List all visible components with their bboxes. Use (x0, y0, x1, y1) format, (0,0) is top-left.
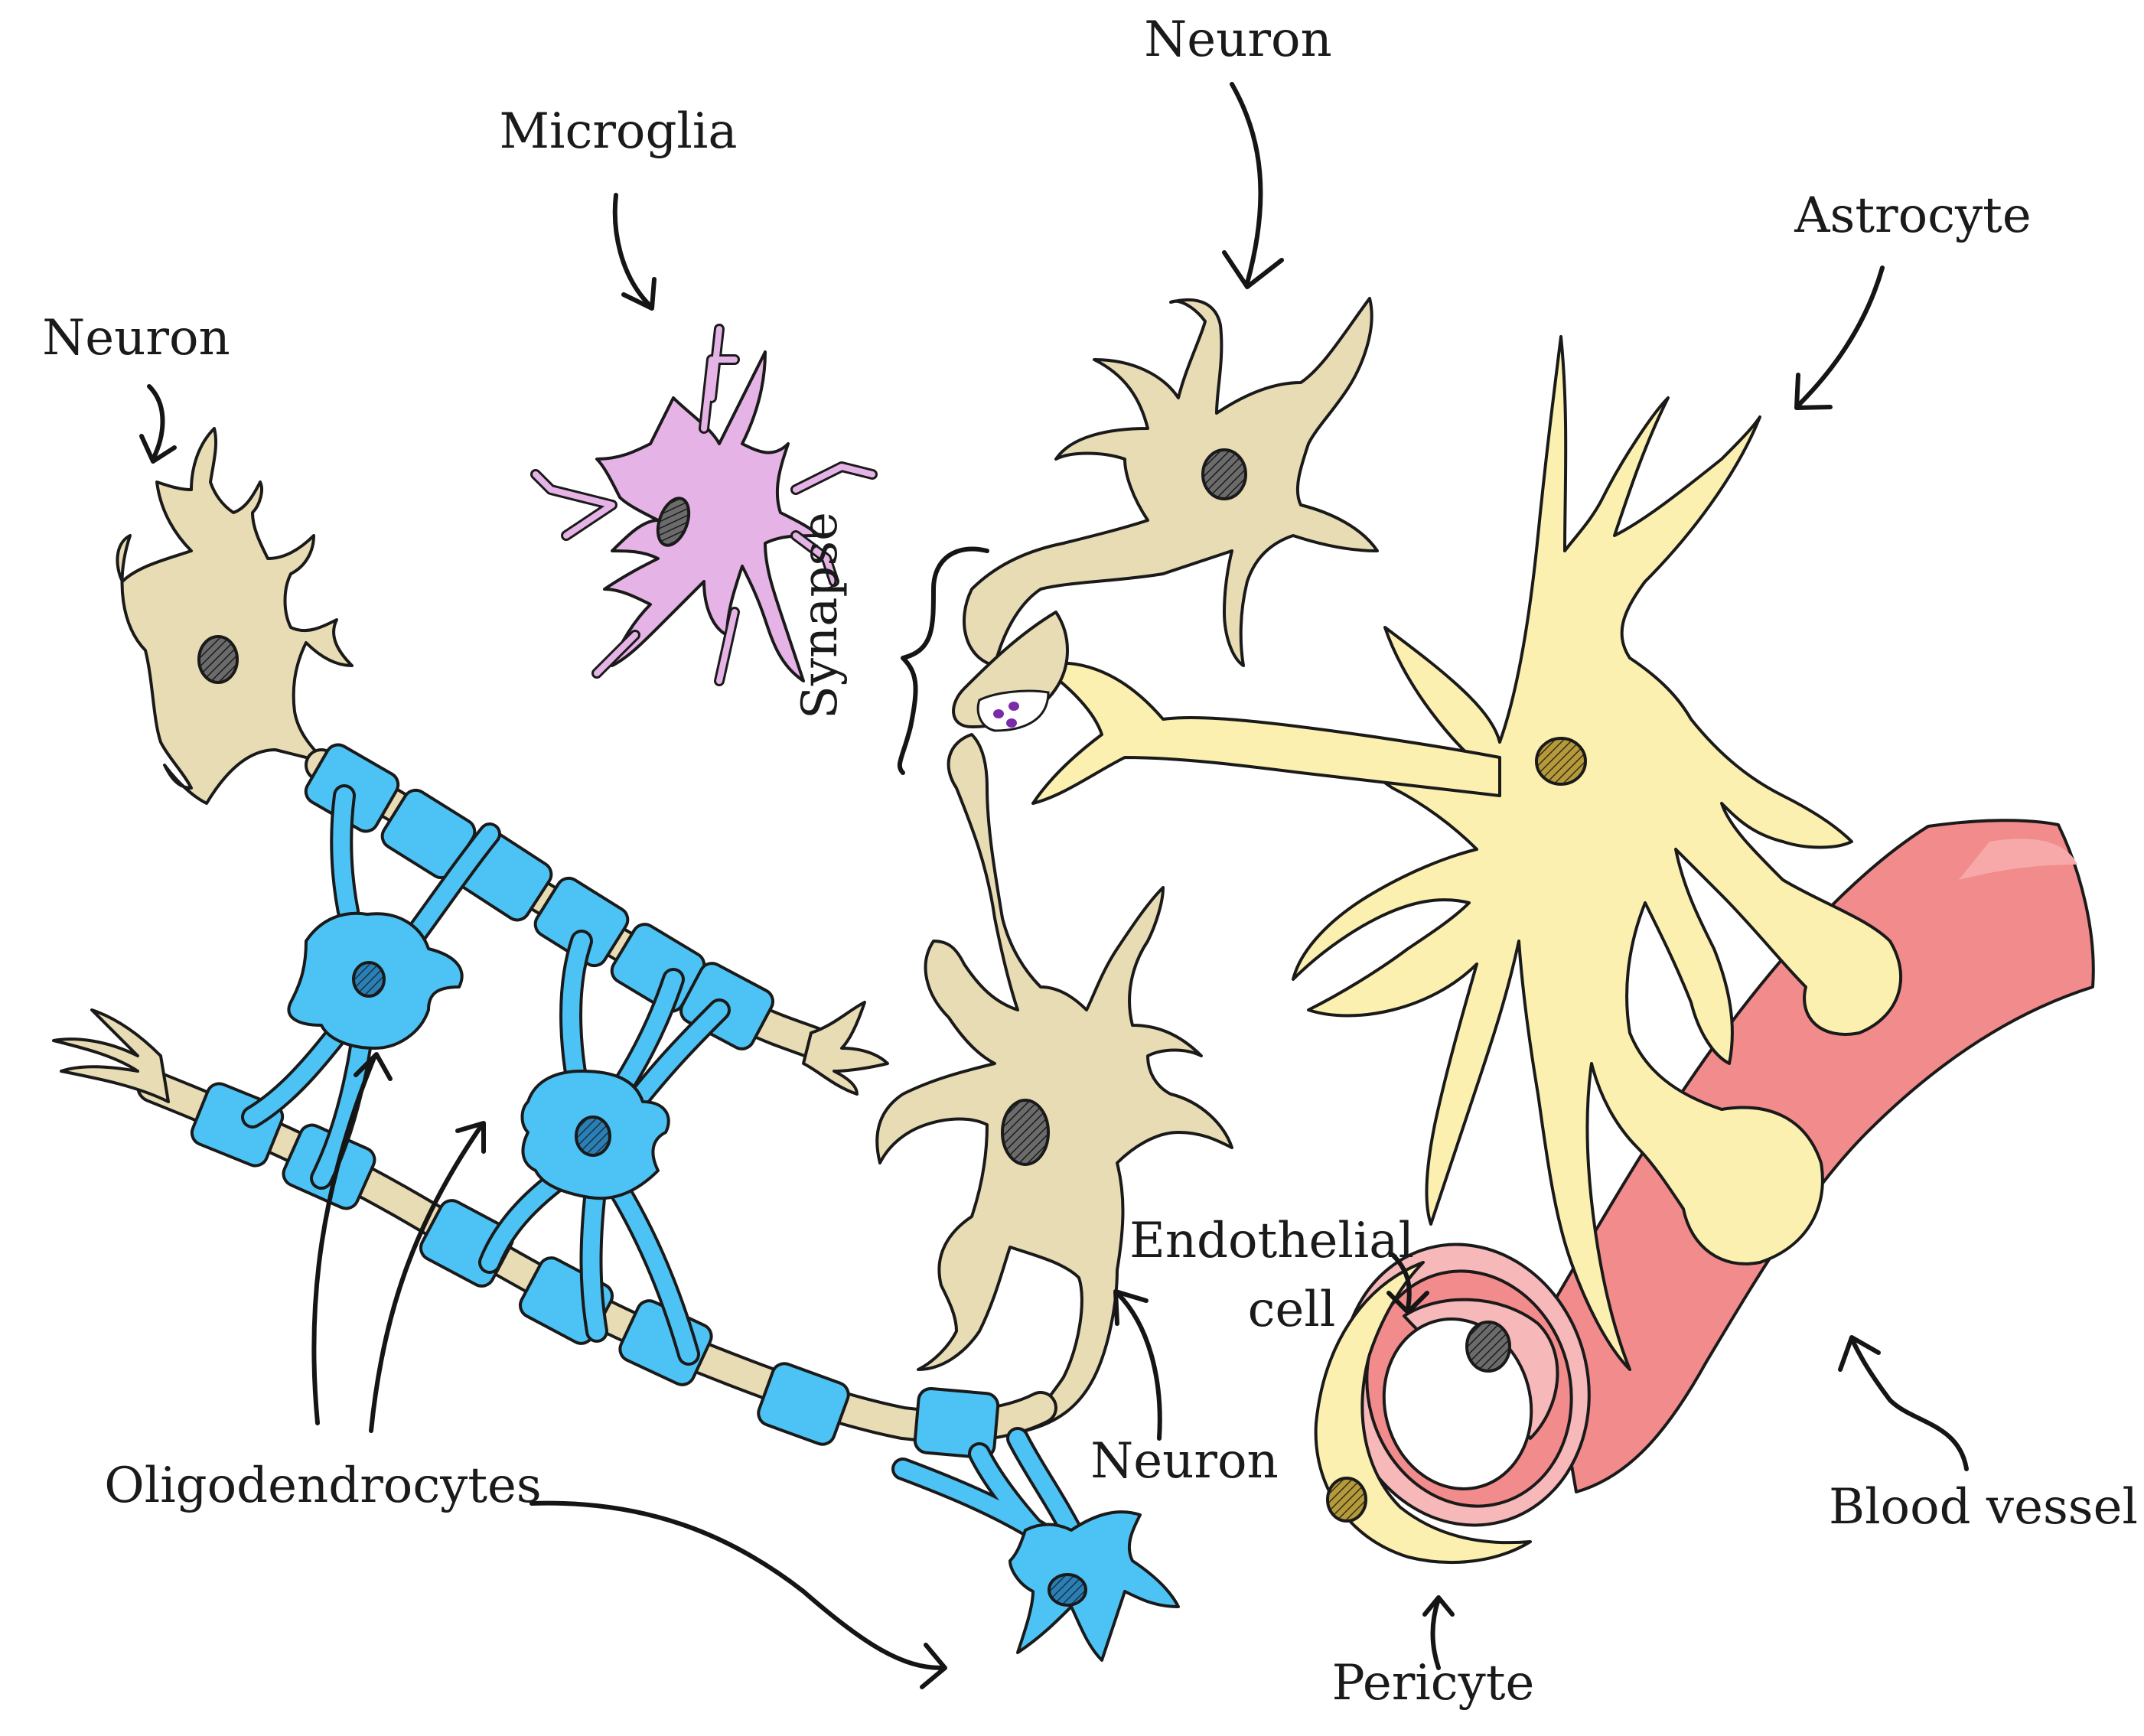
synaptic-vesicle (993, 709, 1004, 718)
arrow-astrocyte (1796, 265, 1885, 408)
arrow-oligo-1-head (354, 1052, 393, 1081)
microglia-cell (530, 324, 878, 686)
arrow-endothelial (1390, 1252, 1412, 1311)
label-pericyte: Pericyte (1331, 1655, 1535, 1712)
arrow-microglia-head (621, 277, 657, 311)
arrow-oligo-3-head (920, 1643, 947, 1689)
label-astrocyte: Astrocyte (1794, 187, 2032, 244)
myelin-sheath (913, 1386, 1000, 1460)
myelin-sheath (533, 876, 630, 968)
arrow-neuron-left-head (139, 434, 177, 464)
pericyte-cell (1314, 1261, 1532, 1564)
neuron-top-right-nucleus (1201, 448, 1247, 500)
oligodendrocyte-2-nucleus (575, 1116, 611, 1157)
microglia-body (595, 350, 820, 682)
oligodendrocyte-3-nucleus (1048, 1573, 1087, 1607)
neuron-top-right-body (963, 297, 1379, 667)
arrow-neuron-bottom (1115, 1291, 1162, 1441)
oligo-process-fill (481, 933, 728, 1363)
synaptic-cleft (976, 689, 1050, 732)
synaptic-vesicle (1008, 702, 1019, 711)
neuron-bottom-center (875, 733, 1233, 1432)
arrow-astrocyte-head (1794, 373, 1833, 410)
label-neuron-left: Neuron (42, 310, 230, 366)
microglia-nucleus (656, 497, 691, 547)
arrow-pericyte-head (1422, 1595, 1455, 1617)
arrow-oligo-2-head (455, 1121, 486, 1154)
neuron-bottom-center-nucleus (1001, 1099, 1050, 1166)
arrow-neuron-bottom-head (1113, 1289, 1149, 1326)
arrow-oligo-3 (529, 1500, 943, 1670)
oligodendrocyte-1-nucleus (352, 961, 386, 998)
astrocyte-process-to-synapse (1031, 661, 1501, 805)
arrow-blood-vessel-head (1838, 1335, 1881, 1372)
arrow-neuron-top-head (1222, 250, 1284, 289)
label-neuron-top: Neuron (1144, 11, 1332, 68)
arrow-oligo-2 (369, 1122, 484, 1433)
neuron-synapse-terminal (952, 611, 1069, 732)
oligo-process-fill (244, 787, 498, 1187)
astrocyte-nucleus (1535, 737, 1587, 786)
arrow-pericyte (1430, 1597, 1441, 1670)
pericyte-nucleus (1326, 1477, 1367, 1523)
myelin-sheath (757, 1362, 850, 1446)
astrocyte-cell (1031, 335, 1903, 1371)
label-oligodendrocytes: Oligodendrocytes (104, 1458, 542, 1514)
arrow-blood-vessel (1849, 1337, 1969, 1471)
oligodendrocyte-bodies (287, 911, 1180, 1662)
arrow-neuron-top (1230, 82, 1263, 285)
axon-upper-terminal (802, 1001, 889, 1096)
label-synapse: Synapse (792, 511, 849, 719)
arrow-microglia (612, 193, 653, 308)
arrow-endothelial-head (1386, 1291, 1429, 1314)
arrow-neuron-left (147, 384, 165, 461)
neuron-top-right (963, 297, 1379, 667)
axon-lower-terminal (52, 1008, 170, 1103)
label-endothelial-cell: cell (1247, 1282, 1336, 1338)
synaptic-vesicle (1006, 718, 1017, 728)
neuron-bottom-center-body (875, 733, 1233, 1432)
oligodendrocyte-processes (241, 784, 1090, 1572)
arrow-oligo-1 (311, 1054, 377, 1425)
label-endothelial: Endothelial (1129, 1213, 1414, 1269)
label-neuron-bottom: Neuron (1090, 1433, 1279, 1490)
neuron-top-left-body (116, 427, 354, 805)
microglia-branches-fill (533, 326, 875, 684)
neuron-top-left-nucleus (197, 635, 239, 684)
annotation-arrows (139, 82, 1969, 1689)
vessel-highlight (1959, 839, 2077, 880)
pericyte-body (1314, 1261, 1532, 1564)
neuron-top-left (116, 427, 354, 805)
endothelial-nucleus (1465, 1321, 1511, 1373)
oligodendrocyte-3 (1008, 1510, 1180, 1662)
label-blood-vessel: Blood vessel (1829, 1479, 2138, 1536)
astrocyte-body (1292, 335, 1903, 1371)
label-microglia: Microglia (499, 103, 738, 160)
synapse-bracket (897, 546, 989, 775)
